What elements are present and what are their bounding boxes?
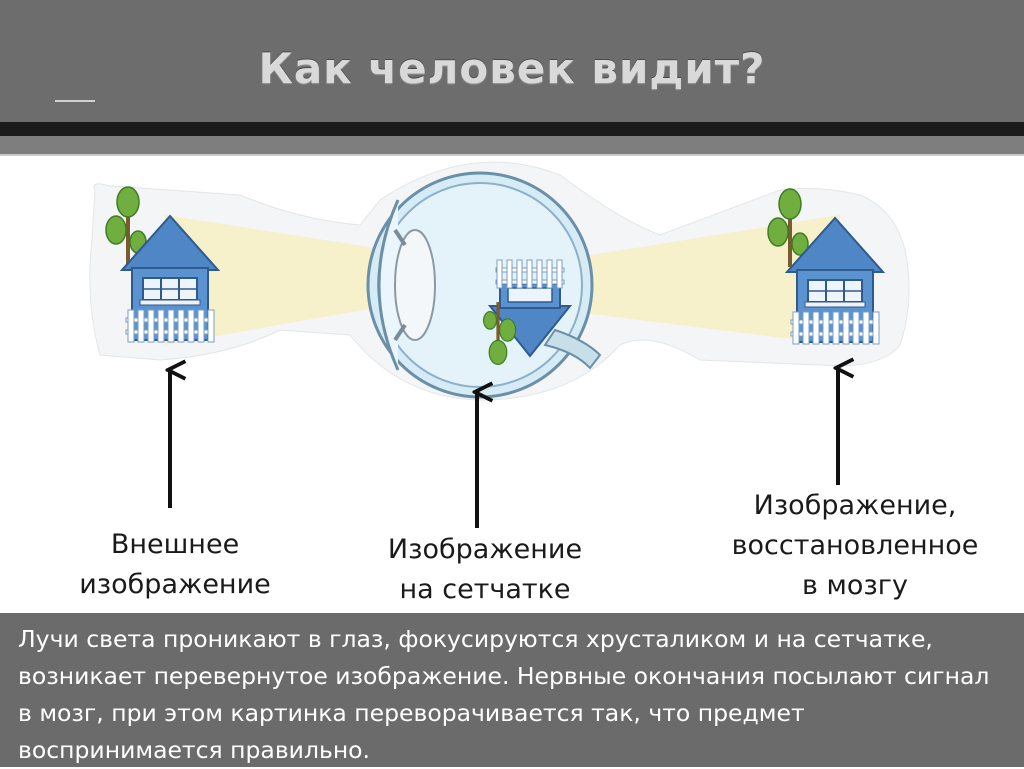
- label-external-image: Внешнее изображение: [40, 525, 310, 605]
- caption-text: Лучи света проникают в глаз, фокусируютс…: [18, 621, 1008, 769]
- label-retina-image: Изображение на сетчатке: [340, 530, 630, 610]
- caption-panel: Лучи света проникают в глаз, фокусируютс…: [0, 613, 1024, 767]
- label-brain-image: Изображение, восстановленное в мозгу: [690, 486, 1020, 606]
